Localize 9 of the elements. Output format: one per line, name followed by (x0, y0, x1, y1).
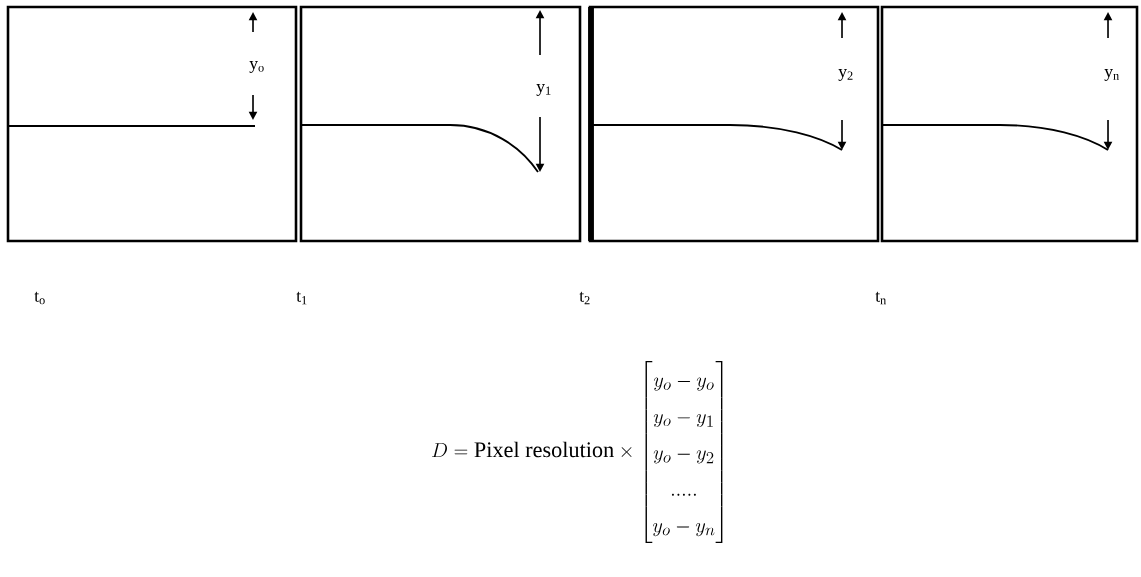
dimension-label: y$_{o}$ (249, 61, 264, 73)
dimension-label: y$_{1}$ (536, 84, 551, 96)
dimension-label: y$_{2}$ (838, 69, 853, 81)
formula: $D=\mathrm{Pixel\ resolution}\times\begin{bmatrix}y_o-y_o\\y_o-y_1\\y_o-y_2\\.....\\y_o-y_n\end{bmatrix}$ (432, 360, 723, 544)
time-label: t$_{1}$ (296, 291, 307, 305)
dimension-label: y$_{n}$ (1104, 69, 1119, 81)
time-label: t$_{n}$ (875, 291, 887, 305)
time-label: t$_{2}$ (579, 291, 590, 305)
time-label: t$_{o}$ (34, 291, 45, 305)
